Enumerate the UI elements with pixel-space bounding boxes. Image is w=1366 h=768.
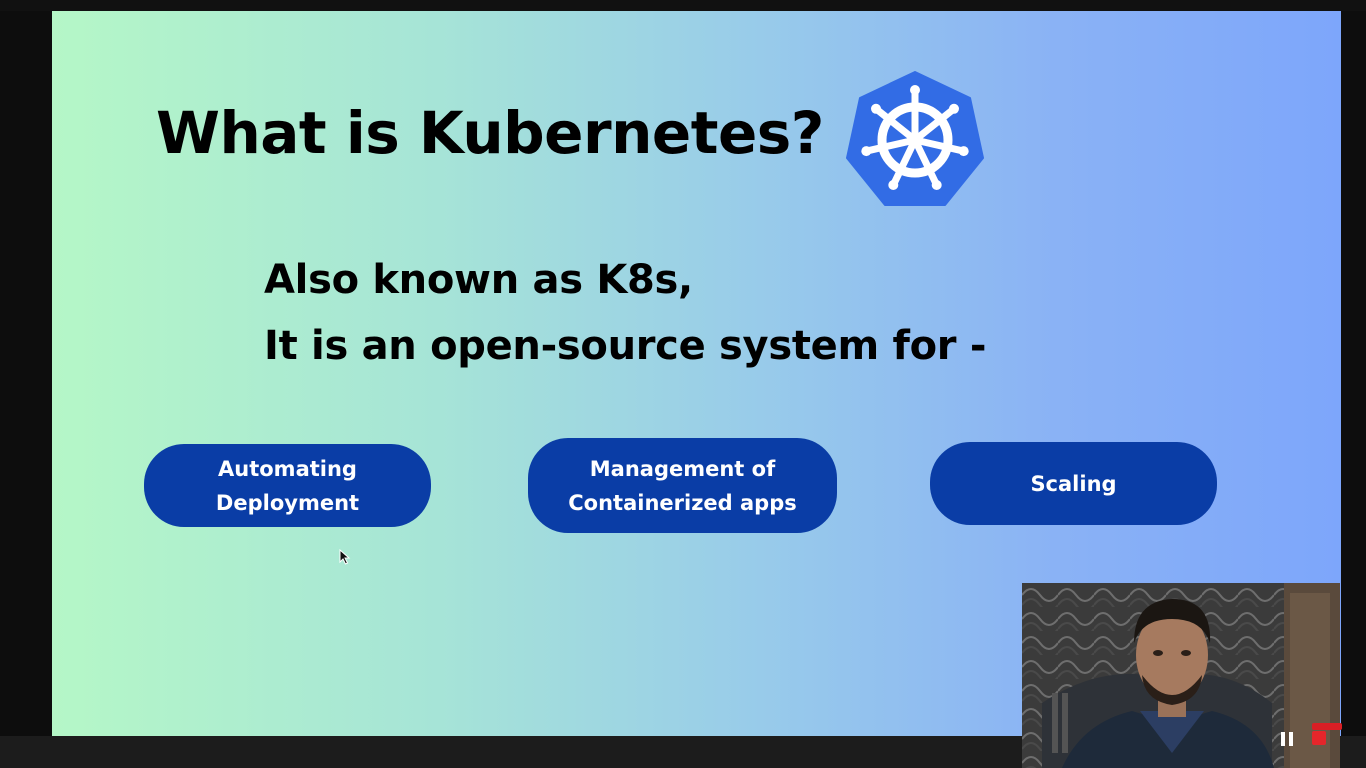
management-containerized-apps-pill[interactable]: Management of Containerized apps bbox=[528, 438, 837, 533]
presentation-slide: What is Kubernetes? bbox=[52, 11, 1341, 736]
kubernetes-helm-icon bbox=[846, 71, 984, 206]
pause-icon[interactable] bbox=[1280, 731, 1294, 747]
presenter-video bbox=[1022, 583, 1340, 768]
subtitle-line-2: It is an open-source system for - bbox=[264, 323, 987, 369]
automating-deployment-pill[interactable]: Automating Deployment bbox=[144, 444, 431, 527]
pill-label: Management of Containerized apps bbox=[568, 456, 797, 515]
slide-title: What is Kubernetes? bbox=[156, 99, 824, 167]
pill-label: Automating Deployment bbox=[215, 456, 360, 515]
subtitle-line-1: Also known as K8s, bbox=[264, 257, 693, 303]
top-bar bbox=[0, 0, 1366, 11]
pill-label: Scaling bbox=[1030, 471, 1117, 496]
mouse-cursor-icon bbox=[339, 549, 351, 565]
recording-badge bbox=[1312, 723, 1342, 730]
webcam-overlay[interactable] bbox=[1022, 583, 1340, 768]
slide-subtitle: Also known as K8s, It is an open-source … bbox=[264, 247, 986, 379]
stop-icon[interactable] bbox=[1312, 731, 1326, 745]
scaling-pill[interactable]: Scaling bbox=[930, 442, 1217, 525]
